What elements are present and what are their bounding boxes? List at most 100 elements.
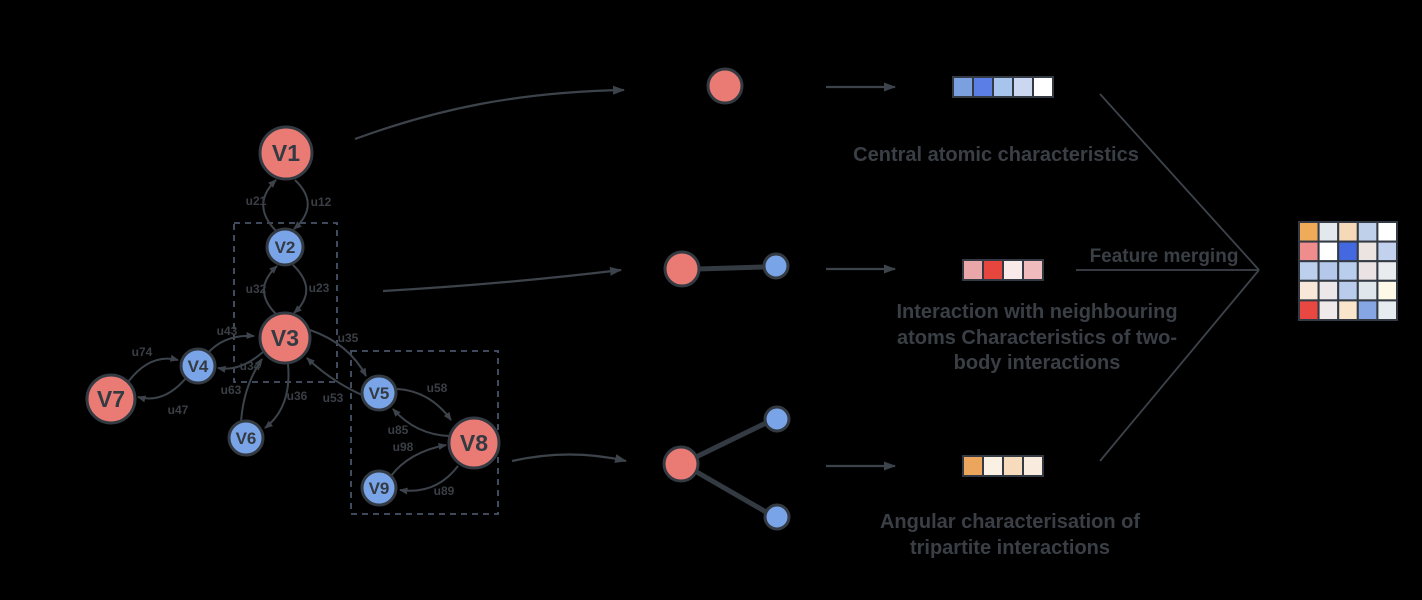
- svg-text:V8: V8: [460, 430, 488, 456]
- strip-angular-cell-0: [962, 455, 984, 477]
- arrow-graph-to-central: [354, 85, 625, 141]
- matrix-cell-0-1: [1317, 221, 1340, 243]
- node-v3: V3: [258, 311, 312, 365]
- svg-text:V2: V2: [275, 238, 296, 257]
- matrix-cell-3-3: [1356, 279, 1379, 302]
- feature-matrix: [1298, 221, 1399, 321]
- svg-text:V6: V6: [236, 429, 257, 448]
- matrix-cell-2-4: [1376, 260, 1399, 282]
- edge-u34: [217, 351, 264, 373]
- node-v2: V2: [265, 227, 305, 267]
- matrix-cell-2-0: [1298, 260, 1320, 282]
- edge-u35: [309, 329, 367, 377]
- matrix-cell-4-1: [1317, 299, 1340, 321]
- edge-label-u58: u58: [427, 381, 448, 395]
- matrix-cell-4-2: [1337, 299, 1359, 321]
- node-v7: V7: [85, 373, 137, 425]
- strip-pair-cell-3: [1022, 259, 1044, 281]
- node-v9: V9: [360, 469, 398, 507]
- edge-u89: [399, 465, 459, 495]
- svg-text:V4: V4: [188, 357, 209, 376]
- edge-label-u85: u85: [388, 423, 409, 437]
- strip-central-cell-4: [1032, 76, 1054, 98]
- edge-u63: [240, 358, 263, 424]
- matrix-cell-0-0: [1298, 221, 1320, 243]
- edge-label-u35: u35: [338, 331, 359, 345]
- matrix-cell-1-2: [1337, 240, 1359, 263]
- edge-u85: [392, 408, 451, 437]
- node-v8: V8: [447, 416, 501, 470]
- matrix-cell-0-2: [1337, 221, 1359, 243]
- merge-line-top: [1099, 93, 1260, 271]
- strip-angular-cell-3: [1022, 455, 1044, 477]
- motif-three-body: [662, 405, 791, 531]
- edge-u53: [306, 357, 363, 396]
- svg-text:V1: V1: [272, 140, 300, 166]
- edge-label-u47: u47: [168, 403, 189, 417]
- edge-u23: [292, 264, 308, 314]
- edge-u12: [293, 179, 309, 230]
- strip-central-features: [952, 76, 1054, 98]
- graph-edges: [127, 179, 459, 495]
- caption-angular: Angular characterisation of tripartite i…: [880, 511, 1140, 559]
- matrix-cell-4-4: [1376, 299, 1399, 321]
- edge-u36: [264, 363, 290, 429]
- matrix-cell-1-4: [1376, 240, 1399, 263]
- graph-edge-labels: u21 u12 u32 u23 u43 u34 u74 u47 u63 u36 …: [132, 194, 455, 498]
- strip-pair-cell-1: [982, 259, 1004, 281]
- matrix-cell-1-3: [1356, 240, 1379, 263]
- edge-label-u43: u43: [217, 324, 238, 338]
- motif-two-body: [663, 250, 790, 288]
- svg-text:Interaction with neighbouring: Interaction with neighbouring: [896, 301, 1177, 323]
- matrix-cell-0-3: [1356, 221, 1379, 243]
- strip-angular-cell-2: [1002, 455, 1024, 477]
- dashed-box-v2-v3: [233, 222, 338, 383]
- edge-label-u63: u63: [221, 383, 242, 397]
- node-v5: V5: [360, 374, 398, 412]
- edge-label-u89: u89: [434, 484, 455, 498]
- svg-text:tripartite interactions: tripartite interactions: [910, 537, 1110, 559]
- svg-text:Angular characterisation of: Angular characterisation of: [880, 511, 1140, 533]
- caption-central: Central atomic characteristics: [853, 144, 1139, 166]
- matrix-cell-2-3: [1356, 260, 1379, 282]
- matrix-cell-3-2: [1337, 279, 1359, 302]
- edge-label-u74: u74: [132, 345, 153, 359]
- matrix-cell-3-0: [1298, 279, 1320, 302]
- matrix-cell-3-1: [1317, 279, 1340, 302]
- edge-label-u53: u53: [323, 391, 344, 405]
- node-v1: V1: [258, 125, 314, 181]
- edge-label-u36: u36: [287, 389, 308, 403]
- strip-central-cell-3: [1012, 76, 1034, 98]
- edge-u21: [262, 179, 278, 233]
- edge-label-u34: u34: [240, 359, 261, 373]
- matrix-cell-1-0: [1298, 240, 1320, 263]
- edge-u98: [390, 442, 447, 477]
- edge-u43: [206, 332, 255, 355]
- edge-u74: [127, 354, 179, 383]
- edge-label-u32: u32: [246, 282, 267, 296]
- matrix-cell-2-1: [1317, 260, 1340, 282]
- node-v6: V6: [227, 419, 265, 457]
- matrix-cell-4-0: [1298, 299, 1320, 321]
- edge-label-u12: u12: [311, 195, 332, 209]
- svg-text:atoms Characteristics of two-: atoms Characteristics of two-: [897, 327, 1177, 349]
- edge-label-u98: u98: [393, 440, 414, 454]
- arrow-graph-to-angular: [511, 453, 627, 463]
- node-v4: V4: [179, 347, 217, 385]
- motif-central-atom: [706, 67, 744, 105]
- strip-angular-cell-1: [982, 455, 1004, 477]
- strip-central-cell-2: [992, 76, 1014, 98]
- strip-central-cell-0: [952, 76, 974, 98]
- matrix-cell-4-3: [1356, 299, 1379, 321]
- merge-line-bottom: [1099, 269, 1260, 462]
- strip-pair-cell-2: [1002, 259, 1024, 281]
- svg-text:V7: V7: [97, 386, 125, 412]
- edge-u47: [137, 377, 187, 403]
- svg-text:V5: V5: [369, 384, 390, 403]
- matrix-cell-3-4: [1376, 279, 1399, 302]
- matrix-cell-0-4: [1376, 221, 1399, 243]
- svg-text:V9: V9: [369, 479, 390, 498]
- caption-pair: Interaction with neighbouring atoms Char…: [896, 301, 1177, 374]
- edge-label-u23: u23: [309, 281, 330, 295]
